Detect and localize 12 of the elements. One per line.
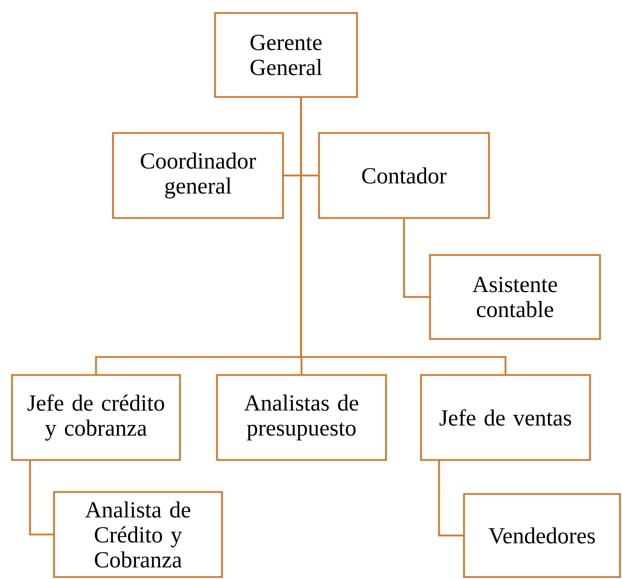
org-box: Gerente General [214,12,358,98]
connector [438,460,464,536]
org-box: Analistas de presupuesto [216,374,387,461]
connector [29,460,54,536]
org-box: Asistente contable [429,254,601,340]
org-box: Jefe de ventas [420,374,591,461]
org-box: Coordinador general [112,132,284,219]
connector [403,218,430,298]
org-box: Vendedores [463,493,621,578]
org-box: Analista de Crédito y Cobranza [53,491,223,578]
org-box: Contador [318,132,490,219]
org-box: Jefe de crédito y cobranza [11,374,181,461]
